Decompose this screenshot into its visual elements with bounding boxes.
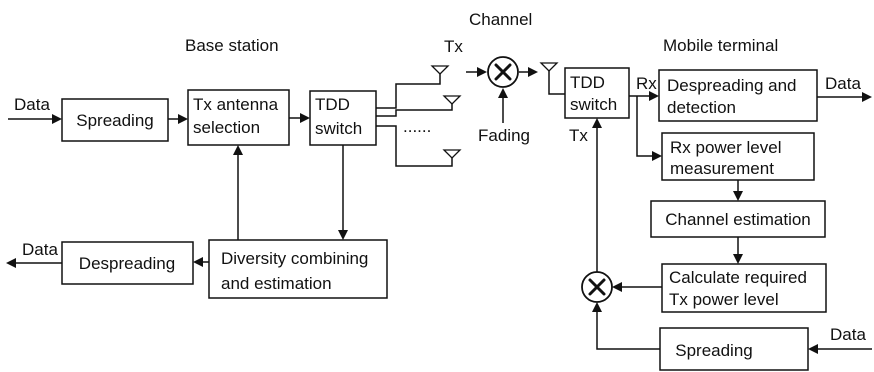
- rx-power-measurement-label-1: Rx power level: [670, 138, 782, 157]
- antenna-icon: [442, 149, 462, 159]
- despreading-detection-label-1: Despreading and: [667, 76, 796, 95]
- spreading-block-mt-label: Spreading: [675, 341, 753, 360]
- heading-mobile-terminal: Mobile terminal: [663, 36, 778, 55]
- antenna-feeds-bs: [376, 74, 453, 167]
- data-out-label-mt: Data: [825, 74, 861, 93]
- channel-multiplier-icon: [487, 56, 519, 88]
- tdd-switch-mt-label-1: TDD: [570, 73, 605, 92]
- antenna-icon: [539, 62, 559, 72]
- diversity-combining-label-1: Diversity combining: [221, 249, 368, 268]
- calculate-tx-power-label-1: Calculate required: [669, 268, 807, 287]
- despreading-detection-block: Despreading and detection: [658, 69, 818, 122]
- mobile-terminal-connectors: [592, 91, 872, 354]
- channel-estimation-label: Channel estimation: [665, 210, 811, 229]
- antenna-ellipsis: ......: [403, 117, 431, 136]
- spreading-block-bs-label: Spreading: [76, 111, 154, 130]
- rx-power-measurement-label-2: measurement: [670, 159, 774, 178]
- spreading-block-bs: Spreading: [61, 98, 169, 142]
- diversity-combining-label-2: and estimation: [221, 274, 332, 293]
- label-fading: Fading: [478, 126, 530, 145]
- power-control-multiplier-icon: [581, 271, 613, 303]
- tdd-switch-bs-label-2: switch: [315, 119, 362, 138]
- despreading-detection-label-2: detection: [667, 98, 736, 117]
- antenna-icon: [442, 95, 462, 105]
- despreading-block-bs-label: Despreading: [79, 254, 175, 273]
- spreading-block-mt: Spreading: [659, 327, 809, 371]
- tdd-switch-block-mt: TDD switch: [564, 67, 630, 119]
- channel-estimation-block: Channel estimation: [650, 200, 826, 238]
- tdd-switch-block-bs: TDD switch: [309, 90, 377, 146]
- tdd-switch-mt-label-2: switch: [570, 95, 617, 114]
- data-in-label-bs: Data: [14, 95, 50, 114]
- tdd-switch-bs-label-1: TDD: [315, 95, 350, 114]
- data-in-label-mt: Data: [830, 325, 866, 344]
- tx-antenna-selection-label-2: selection: [193, 118, 260, 137]
- calculate-tx-power-block: Calculate required Tx power level: [661, 263, 827, 313]
- label-tx-mobile: Tx: [569, 126, 588, 145]
- diversity-combining-block: Diversity combining and estimation: [208, 239, 388, 299]
- tx-antenna-selection-label-1: Tx antenna: [193, 95, 279, 114]
- base-station-connectors: [6, 113, 348, 268]
- label-rx: Rx: [636, 74, 657, 93]
- antenna-feed-mt: [548, 71, 565, 95]
- rx-power-measurement-block: Rx power level measurement: [661, 132, 815, 181]
- tx-antenna-selection-block: Tx antenna selection: [187, 89, 290, 146]
- data-out-label-bs: Data: [22, 240, 58, 259]
- channel-connectors: [466, 67, 538, 123]
- antenna-icon: [430, 65, 450, 75]
- heading-channel: Channel: [469, 10, 532, 29]
- label-tx-antennas: Tx: [444, 37, 463, 56]
- heading-base-station: Base station: [185, 36, 279, 55]
- despreading-block-bs: Despreading: [61, 241, 194, 285]
- calculate-tx-power-label-2: Tx power level: [669, 290, 779, 309]
